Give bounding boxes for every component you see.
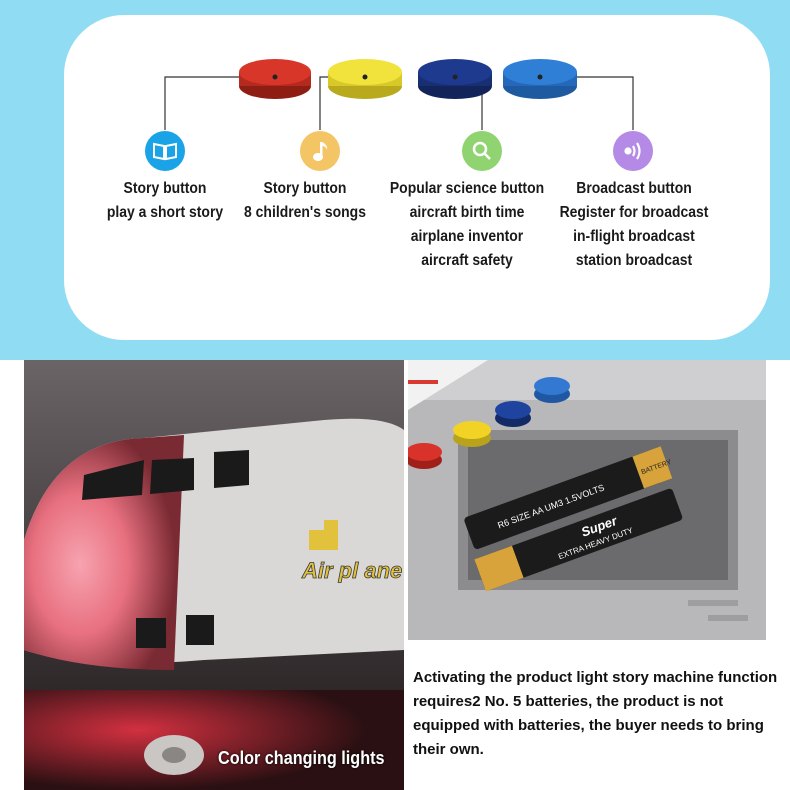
- airplane-logo-text: Air pl ane: [301, 558, 402, 583]
- battery-2: Super EXTRA HEAVY DUTY: [474, 488, 683, 592]
- battery-requirement-caption: Activating the product light story machi…: [413, 669, 778, 758]
- airplane-photo: Air pl ane Color changing lights: [24, 360, 404, 790]
- red-button: [239, 59, 311, 99]
- yellow-button: [328, 59, 402, 99]
- music-note-icon: [300, 131, 340, 171]
- button-connectors: [164, 59, 634, 130]
- feature-line: station broadcast: [575, 252, 693, 269]
- feature-line: 8 children's songs: [244, 204, 366, 221]
- feature-line: airplane inventor: [410, 228, 524, 245]
- feature-label-broadcast: Broadcast button Register for broadcast …: [553, 177, 715, 273]
- feature-line: Register for broadcast: [559, 204, 709, 221]
- feature-label-science: Popular science button aircraft birth ti…: [377, 177, 557, 273]
- feature-title: Story button: [123, 180, 207, 197]
- feature-line: play a short story: [106, 204, 224, 221]
- feature-label-story: Story button play a short story: [71, 177, 260, 225]
- magnifier-icon: [462, 131, 502, 171]
- feature-title: Story button: [263, 180, 347, 197]
- book-icon: [145, 131, 185, 171]
- feature-label-songs: Story button 8 children's songs: [211, 177, 400, 225]
- feature-line: aircraft birth time: [409, 204, 525, 221]
- top-banner: [0, 0, 790, 360]
- feature-line: in-flight broadcast: [573, 228, 695, 245]
- feature-title: Broadcast button: [576, 180, 692, 197]
- airplane-logo: Air pl ane: [301, 520, 403, 583]
- feature-card: [64, 15, 770, 340]
- broadcast-icon: [613, 131, 653, 171]
- color-lights-caption: Color changing lights: [218, 748, 385, 768]
- feature-title: Popular science button: [389, 180, 545, 197]
- battery-photo: R6 SIZE AA UM3 1.5VOLTS BATTERY Super EX…: [408, 360, 766, 640]
- feature-line: aircraft safety: [421, 252, 513, 269]
